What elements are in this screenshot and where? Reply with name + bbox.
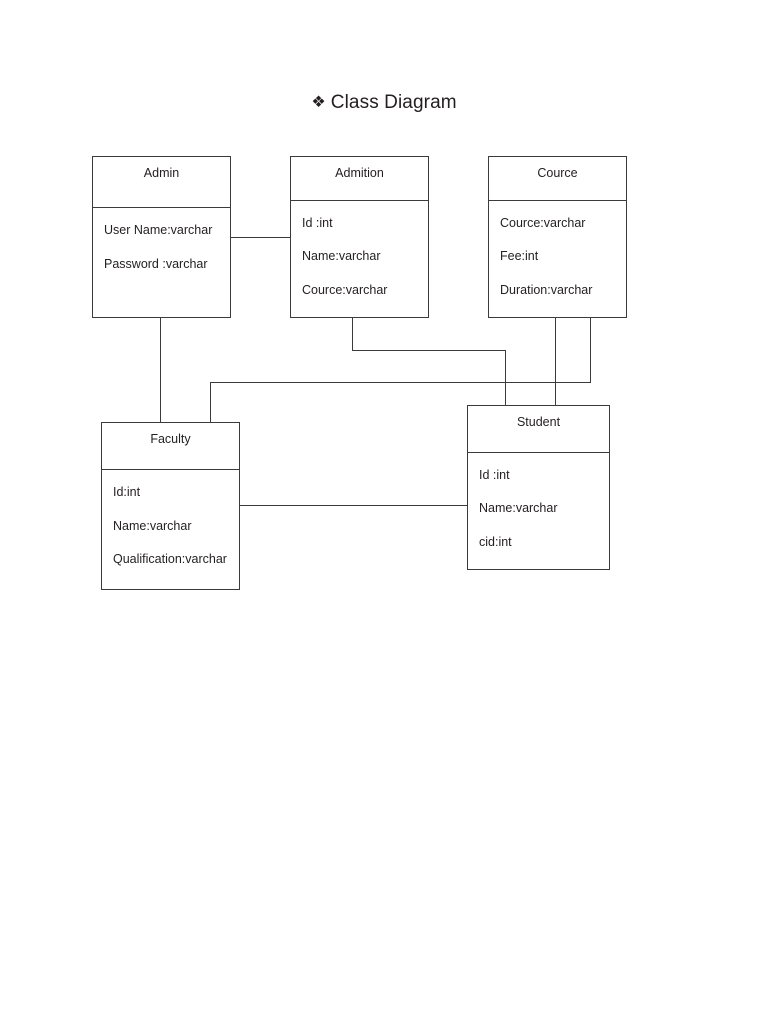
class-box-admin[interactable]: Admin User Name:varchar Password :varcha…: [92, 156, 231, 318]
attribute-row: Id :int: [479, 467, 510, 482]
association-admition-student-seg1: [352, 318, 354, 350]
class-name-cource: Cource: [489, 157, 626, 201]
class-attributes-admin: User Name:varchar Password :varchar: [93, 208, 230, 317]
association-cource-faculty-seg3: [210, 382, 212, 422]
class-attributes-faculty: Id:int Name:varchar Qualification:varcha…: [102, 470, 239, 589]
attribute-row: Cource:varchar: [302, 282, 388, 297]
attribute-row: User Name:varchar: [104, 223, 213, 237]
class-box-faculty[interactable]: Faculty Id:int Name:varchar Qualificatio…: [101, 422, 240, 590]
association-admin-faculty: [160, 318, 162, 422]
attribute-row: Duration:varchar: [500, 282, 593, 297]
association-faculty-student: [240, 505, 467, 507]
attribute-row: cid:int: [479, 534, 512, 549]
class-attributes-admition: Id :int Name:varchar Cource:varchar: [291, 201, 428, 318]
class-attributes-cource: Cource:varchar Fee:int Duration:varchar: [489, 201, 626, 318]
attribute-row: Id:int: [113, 485, 141, 499]
class-name-faculty: Faculty: [102, 423, 239, 470]
page-title-text: Class Diagram: [330, 92, 457, 113]
association-admition-student-seg2: [352, 350, 506, 352]
association-cource-student: [555, 318, 557, 405]
attribute-row: Cource:varchar: [500, 215, 586, 230]
page-title: ❖Class Diagram: [0, 92, 768, 114]
association-cource-faculty-seg1: [590, 318, 592, 382]
attribute-row: Qualification:varchar: [113, 552, 227, 566]
class-name-student: Student: [468, 406, 609, 453]
class-box-cource[interactable]: Cource Cource:varchar Fee:int Duration:v…: [488, 156, 627, 318]
attribute-row: Name:varchar: [302, 249, 381, 263]
class-box-admition[interactable]: Admition Id :int Name:varchar Cource:var…: [290, 156, 429, 318]
attribute-row: Name:varchar: [113, 518, 192, 533]
attribute-row: Name:varchar: [479, 501, 558, 515]
diamond-bullet-icon: ❖: [311, 94, 326, 111]
attribute-row: Password :varchar: [104, 256, 208, 271]
attribute-row: Fee:int: [500, 249, 539, 263]
association-admition-student-seg3: [505, 350, 507, 405]
association-cource-faculty-seg2: [210, 382, 591, 384]
class-attributes-student: Id :int Name:varchar cid:int: [468, 453, 609, 570]
class-box-student[interactable]: Student Id :int Name:varchar cid:int: [467, 405, 610, 570]
attribute-row: Id :int: [302, 215, 333, 230]
class-name-admition: Admition: [291, 157, 428, 201]
class-name-admin: Admin: [93, 157, 230, 208]
association-admin-admition: [231, 237, 290, 239]
